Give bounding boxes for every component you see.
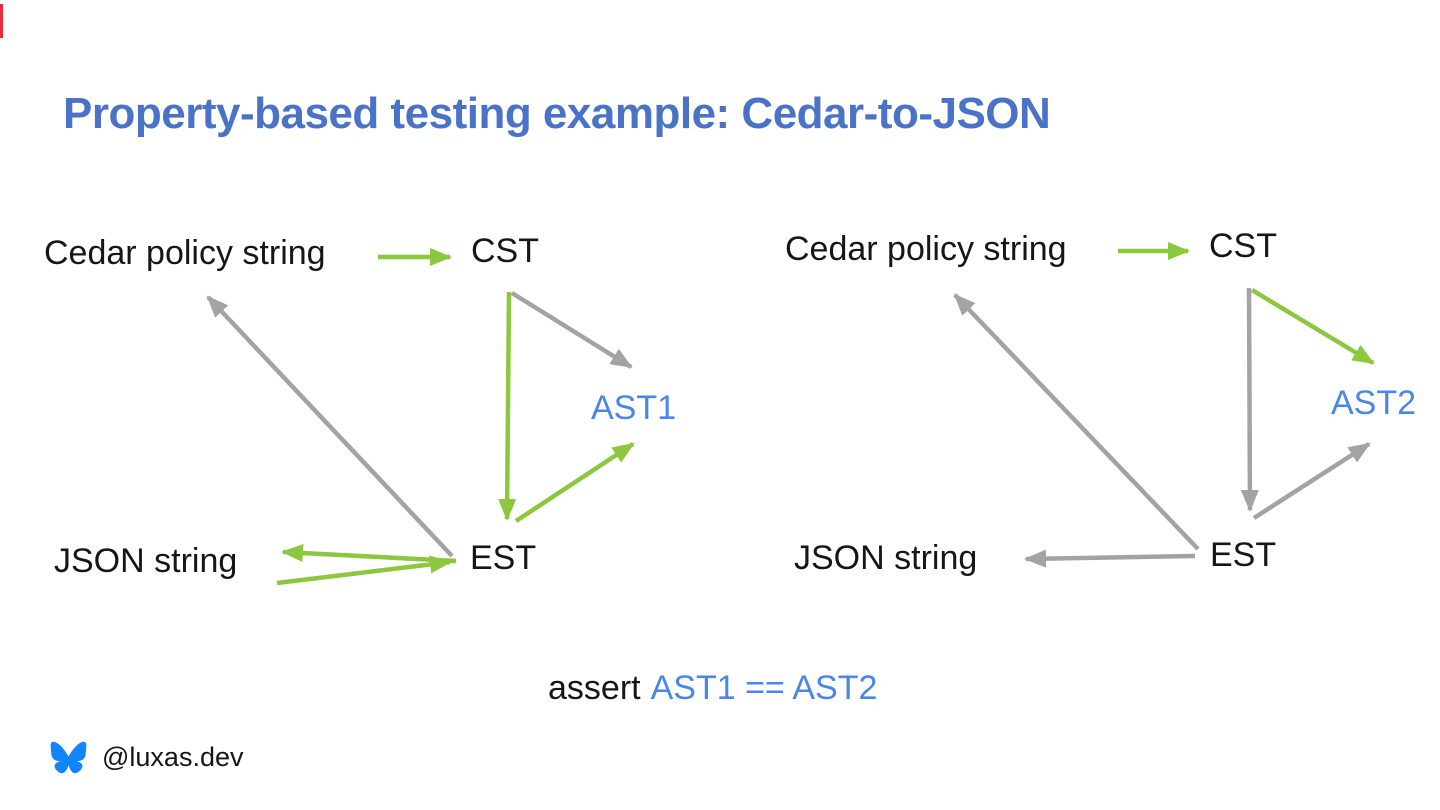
footer-handle: @luxas.dev [102, 741, 244, 772]
edge-left-cst-to-ast1 [510, 291, 633, 369]
edge-right-cst-to-est [1240, 287, 1259, 512]
node-left-json-string: JSON string [54, 542, 238, 580]
edge-left-est-to-ast1 [514, 442, 635, 523]
edge-left-est-to-cedar-policy-string [206, 295, 454, 558]
edge-left-json-string-to-est [276, 555, 452, 586]
node-right-cst: CST [1209, 227, 1277, 265]
edge-right-est-to-ast2 [1252, 442, 1371, 520]
node-right-est: EST [1210, 536, 1277, 574]
slide-title: Property-based testing example: Cedar-to… [63, 89, 1051, 138]
edge-right-est-to-json-string [1024, 549, 1196, 568]
footer: @luxas.dev [50, 739, 243, 775]
edge-left-cst-to-est [498, 291, 517, 521]
edge-left-est-to-json-string [281, 544, 457, 564]
slide-edge-accent [0, 4, 3, 38]
bluesky-butterfly-icon [50, 741, 87, 773]
edge-right-cst-to-ast2 [1250, 288, 1375, 365]
node-left-est: EST [470, 539, 537, 577]
node-left-cst: CST [471, 232, 539, 270]
assert-keyword: assert [548, 669, 641, 707]
node-right-ast2: AST2 [1331, 384, 1417, 422]
node-left-cedar-policy-string: Cedar policy string [44, 234, 326, 272]
node-left-ast1: AST1 [591, 389, 677, 427]
assert-expression: AST1 == AST2 [650, 669, 878, 707]
edge-right-est-to-cedar-policy-string [953, 293, 1200, 551]
node-right-cedar-policy-string: Cedar policy string [785, 230, 1067, 268]
node-right-json-string: JSON string [794, 539, 978, 577]
